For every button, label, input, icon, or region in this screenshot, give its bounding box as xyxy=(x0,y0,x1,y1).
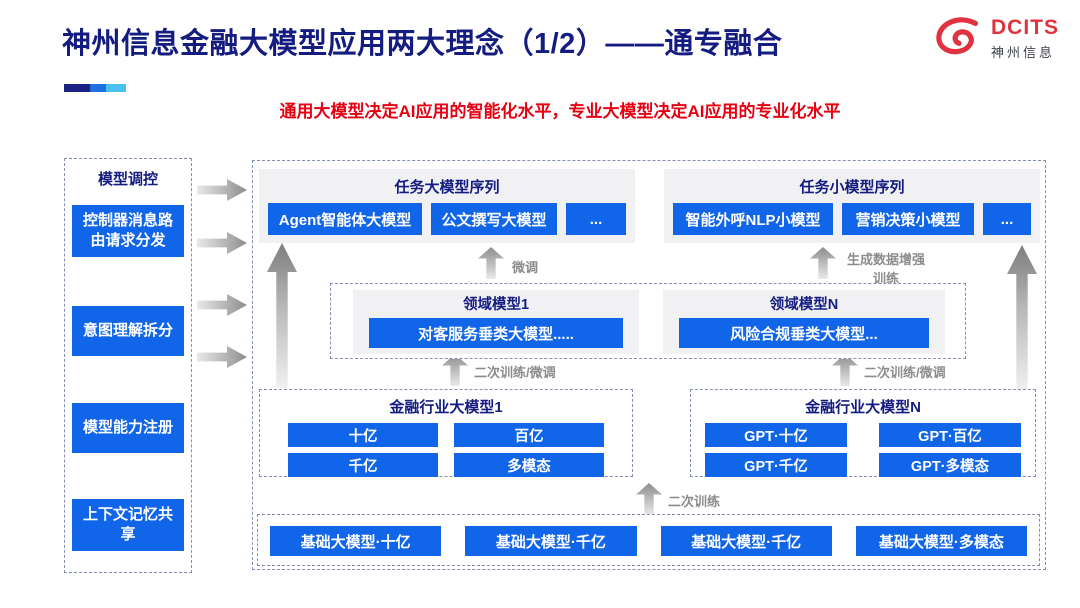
sidebar-item-intent: 意图理解拆分 xyxy=(72,306,184,356)
sidebar-model-control: 模型调控 控制器消息路 由请求分发 意图理解拆分 模型能力注册 上下文记忆共 享 xyxy=(64,158,192,573)
panel-title: 领域模型N xyxy=(769,297,839,313)
domain-model-panel-n: 领域模型N 风险合规垂类大模型... xyxy=(663,290,945,354)
right-arrow-icon xyxy=(197,345,247,369)
sidebar-item-registry: 模型能力注册 xyxy=(72,403,184,453)
slide-subtitle: 通用大模型决定AI应用的智能化水平，专业大模型决定AI应用的专业化水平 xyxy=(279,102,841,121)
sidebar-item-context: 上下文记忆共 享 xyxy=(72,499,184,551)
panel-title: 任务大模型序列 xyxy=(394,179,500,196)
model-node-row: Agent智能体大模型 公文撰写大模型 ... xyxy=(268,203,626,235)
domain-model-panel-1: 领域模型1 对客服务垂类大模型..... xyxy=(353,290,639,354)
page-title: 神州信息金融大模型应用两大理念（1/2）——通专融合 xyxy=(62,28,783,60)
panel-title: 领域模型1 xyxy=(462,297,530,313)
model-node: GPT·千亿 xyxy=(705,453,847,477)
retrain-finetune-label: 二次训练/微调 xyxy=(474,365,556,380)
base-models-container: 基础大模型·十亿 基础大模型·千亿 基础大模型·千亿 基础大模型·多模态 xyxy=(257,514,1040,566)
model-node-more: ... xyxy=(983,203,1031,235)
sidebar-item-router: 控制器消息路 由请求分发 xyxy=(72,205,184,257)
sidebar-title: 模型调控 xyxy=(97,171,158,188)
model-node: GPT·十亿 xyxy=(705,423,847,447)
model-node: 基础大模型·多模态 xyxy=(855,526,1027,556)
finetune-label: 微调 xyxy=(512,260,539,275)
model-node: 对客服务垂类大模型..... xyxy=(369,318,623,348)
accent-segment-blue xyxy=(90,84,106,92)
right-arrow-icon xyxy=(197,293,247,317)
panel-title: 金融行业大模型N xyxy=(805,399,921,416)
logo-brand: DCITS xyxy=(991,16,1059,40)
accent-bar xyxy=(64,84,126,92)
model-node: 风险合规垂类大模型... xyxy=(679,318,929,348)
task-large-model-panel: 任务大模型序列 Agent智能体大模型 公文撰写大模型 ... xyxy=(259,169,635,243)
model-node-row: 基础大模型·十亿 基础大模型·千亿 基础大模型·千亿 基础大模型·多模态 xyxy=(258,515,1039,556)
model-node: 百亿 xyxy=(454,423,604,447)
dcits-swirl-icon xyxy=(936,17,979,55)
dcits-logo: DCITS 神州信息 xyxy=(933,16,1059,62)
model-node: 营销决策小模型 xyxy=(842,203,974,235)
right-arrow-icon xyxy=(197,178,247,202)
model-node: 十亿 xyxy=(288,423,438,447)
model-grid: GPT·十亿 GPT·百亿 GPT·千亿 GPT·多模态 xyxy=(705,423,1021,477)
model-grid: 十亿 百亿 千亿 多模态 xyxy=(288,423,604,477)
model-node: Agent智能体大模型 xyxy=(268,203,422,235)
model-node: 基础大模型·千亿 xyxy=(465,526,637,556)
panel-title: 金融行业大模型1 xyxy=(389,399,503,416)
gen-data-train-label: 生成数据增强 训练 xyxy=(846,252,925,286)
domain-models-container: 领域模型1 对客服务垂类大模型..... 领域模型N 风险合规垂类大模型... xyxy=(330,283,966,359)
model-node-more: ... xyxy=(566,203,626,235)
model-node-row: 智能外呼NLP小模型 营销决策小模型 ... xyxy=(673,203,1031,235)
model-node: 智能外呼NLP小模型 xyxy=(673,203,833,235)
logo-text: DCITS 神州信息 xyxy=(991,17,1059,60)
logo-company: 神州信息 xyxy=(991,44,1056,60)
model-node: GPT·多模态 xyxy=(879,453,1021,477)
model-node: GPT·百亿 xyxy=(879,423,1021,447)
accent-segment-cyan xyxy=(106,84,126,92)
model-node: 千亿 xyxy=(288,453,438,477)
retrain-finetune-label: 二次训练/微调 xyxy=(864,365,946,380)
industry-model-box-1: 金融行业大模型1 十亿 百亿 千亿 多模态 xyxy=(259,389,633,477)
retrain-label: 二次训练 xyxy=(668,494,721,509)
model-node: 多模态 xyxy=(454,453,604,477)
accent-segment-dark xyxy=(64,84,90,92)
task-small-model-panel: 任务小模型序列 智能外呼NLP小模型 营销决策小模型 ... xyxy=(664,169,1040,243)
panel-title: 任务小模型序列 xyxy=(799,179,905,196)
right-arrow-icon xyxy=(197,231,247,255)
model-node: 基础大模型·千亿 xyxy=(660,526,832,556)
model-node: 公文撰写大模型 xyxy=(431,203,557,235)
industry-model-box-n: 金融行业大模型N GPT·十亿 GPT·百亿 GPT·千亿 GPT·多模态 xyxy=(690,389,1036,477)
model-node: 基础大模型·十亿 xyxy=(270,526,442,556)
